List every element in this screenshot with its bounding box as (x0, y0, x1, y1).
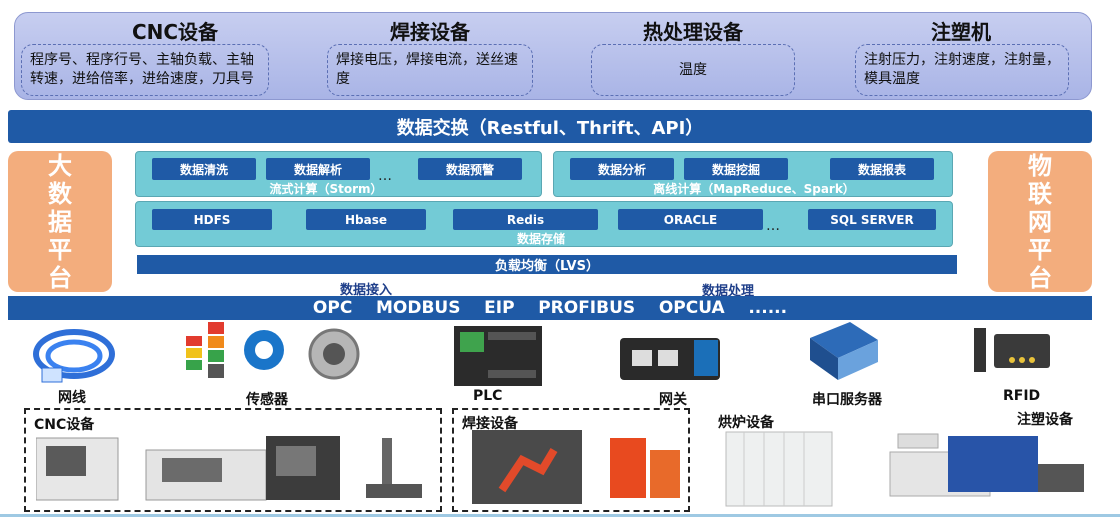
device-desc-heat: 温度 (591, 44, 795, 96)
load-balancer-bar: 负载均衡（LVS） (137, 255, 957, 274)
pill-data-report: 数据报表 (830, 158, 934, 180)
pill-data-parse: 数据解析 (266, 158, 370, 180)
big-data-platform: 大 数 据 平 台 (8, 151, 112, 292)
oven-image (725, 431, 833, 507)
pill-oracle: ORACLE (618, 209, 763, 230)
storage-box: HDFS Hbase Redis ORACLE … SQL SERVER 数据存… (135, 201, 953, 247)
cnc-group (24, 408, 442, 512)
plc-icon (454, 326, 542, 386)
platform-char: 联 (1028, 179, 1052, 208)
injection-machine-image (889, 433, 1084, 497)
stream-label: 流式计算（Storm） (269, 182, 383, 196)
pill-redis: Redis (453, 209, 598, 230)
network-cable-icon (33, 329, 115, 383)
batch-label: 离线计算（MapReduce、Spark） (653, 182, 855, 196)
pill-data-clean: 数据清洗 (152, 158, 256, 180)
welding-machines-image (472, 430, 680, 504)
platform-char: 据 (48, 207, 72, 236)
pill-data-mining: 数据挖掘 (684, 158, 788, 180)
device-desc-welding: 焊接电压，焊接电流，送丝速度 (327, 44, 533, 96)
protocol-list: OPC MODBUS EIP PROFIBUS OPCUA ...... (312, 298, 788, 318)
iot-platform: 物 联 网 平 台 (988, 151, 1092, 292)
storage-label: 数据存储 (516, 232, 565, 246)
pill-sqlserver: SQL SERVER (808, 209, 936, 230)
pill-data-alert: 数据预警 (418, 158, 522, 180)
device-title-welding: 焊接设备 (390, 20, 470, 44)
stream-compute-box: 数据清洗 数据解析 … 数据预警 流式计算（Storm） (135, 151, 542, 197)
hw-label-rfid: RFID (1003, 388, 1041, 404)
serial-server-icon (810, 322, 878, 380)
platform-char: 数 (48, 179, 72, 208)
platform-char: 物 (1028, 151, 1052, 180)
hw-label-serial: 串口服务器 (812, 392, 882, 408)
equip-label-oven: 烘炉设备 (718, 415, 774, 431)
bottom-divider (0, 514, 1120, 517)
hw-label-plc: PLC (473, 388, 503, 404)
rfid-icon (974, 328, 1050, 372)
sensor-icon (186, 322, 360, 380)
hw-label-cable: 网线 (58, 390, 86, 406)
device-title-heat: 热处理设备 (643, 20, 743, 44)
cnc-machines-image (36, 436, 422, 501)
platform-char: 大 (48, 151, 72, 180)
storage-dots: … (766, 218, 780, 234)
data-exchange-bar: 数据交换（Restful、Thrift、API） (8, 110, 1092, 143)
device-desc-injection: 注射压力，注射速度，注射量，模具温度 (855, 44, 1069, 96)
platform-char: 平 (1028, 235, 1052, 264)
data-process-label: 数据处理 (702, 284, 755, 299)
hw-label-gateway: 网关 (659, 392, 687, 408)
stream-dots: … (378, 168, 392, 184)
platform-char: 台 (1028, 263, 1052, 292)
platform-char: 台 (48, 263, 72, 292)
hw-label-sensor: 传感器 (246, 392, 288, 408)
pill-hbase: Hbase (306, 209, 426, 230)
welding-group (452, 408, 690, 512)
platform-char: 网 (1028, 207, 1052, 236)
protocol-bar: OPC MODBUS EIP PROFIBUS OPCUA ...... (8, 296, 1092, 320)
batch-compute-box: 数据分析 数据挖掘 数据报表 离线计算（MapReduce、Spark） (553, 151, 953, 197)
device-desc-cnc: 程序号、程序行号、主轴负载、主轴转速，进给倍率，进给速度，刀具号 (21, 44, 269, 96)
device-title-cnc: CNC设备 (131, 20, 219, 44)
equip-label-cnc: CNC设备 (34, 417, 95, 433)
equip-label-injection: 注塑设备 (1017, 412, 1073, 428)
device-title-injection: 注塑机 (931, 20, 991, 44)
gateway-icon (620, 338, 720, 380)
pill-data-analysis: 数据分析 (570, 158, 674, 180)
device-layer: CNC设备 程序号、程序行号、主轴负载、主轴转速，进给倍率，进给速度，刀具号 焊… (14, 12, 1092, 100)
pill-hdfs: HDFS (152, 209, 272, 230)
platform-char: 平 (48, 235, 72, 264)
data-access-label: 数据接入 (340, 283, 393, 298)
equip-label-welding: 焊接设备 (462, 416, 518, 432)
